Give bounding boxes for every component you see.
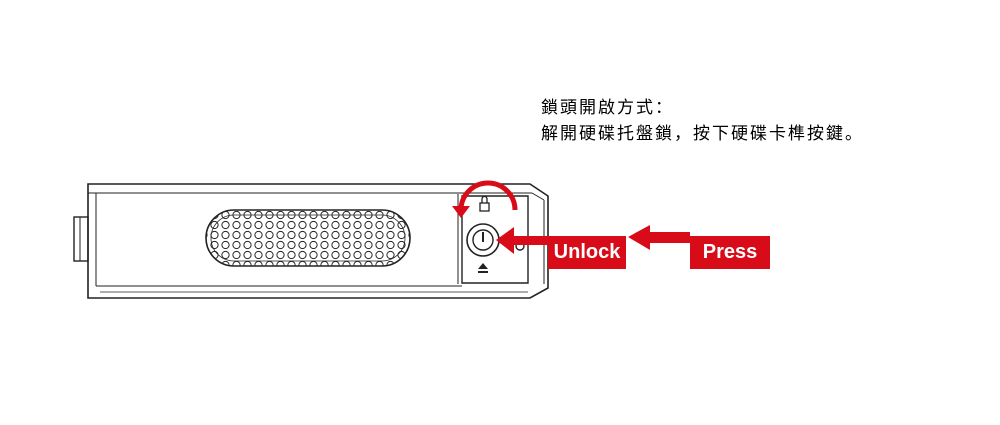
tray-latch-tab — [73, 216, 89, 262]
caption-line-2: 解開硬碟托盤鎖，按下硬碟卡榫按鍵。 — [541, 124, 864, 144]
padlock-icon — [479, 195, 490, 212]
left-arrow-icon — [496, 227, 548, 254]
caption-line-1: 鎖頭開啟方式： — [541, 98, 674, 118]
unlock-label: Unlock — [548, 236, 626, 269]
tray-body — [87, 183, 549, 299]
left-arrow-icon — [628, 225, 690, 250]
rotate-arrow-icon — [452, 180, 518, 218]
press-label: Press — [690, 236, 770, 269]
vent-grille — [205, 209, 411, 267]
eject-icon — [478, 263, 488, 273]
key-lock-cylinder[interactable] — [466, 223, 500, 257]
